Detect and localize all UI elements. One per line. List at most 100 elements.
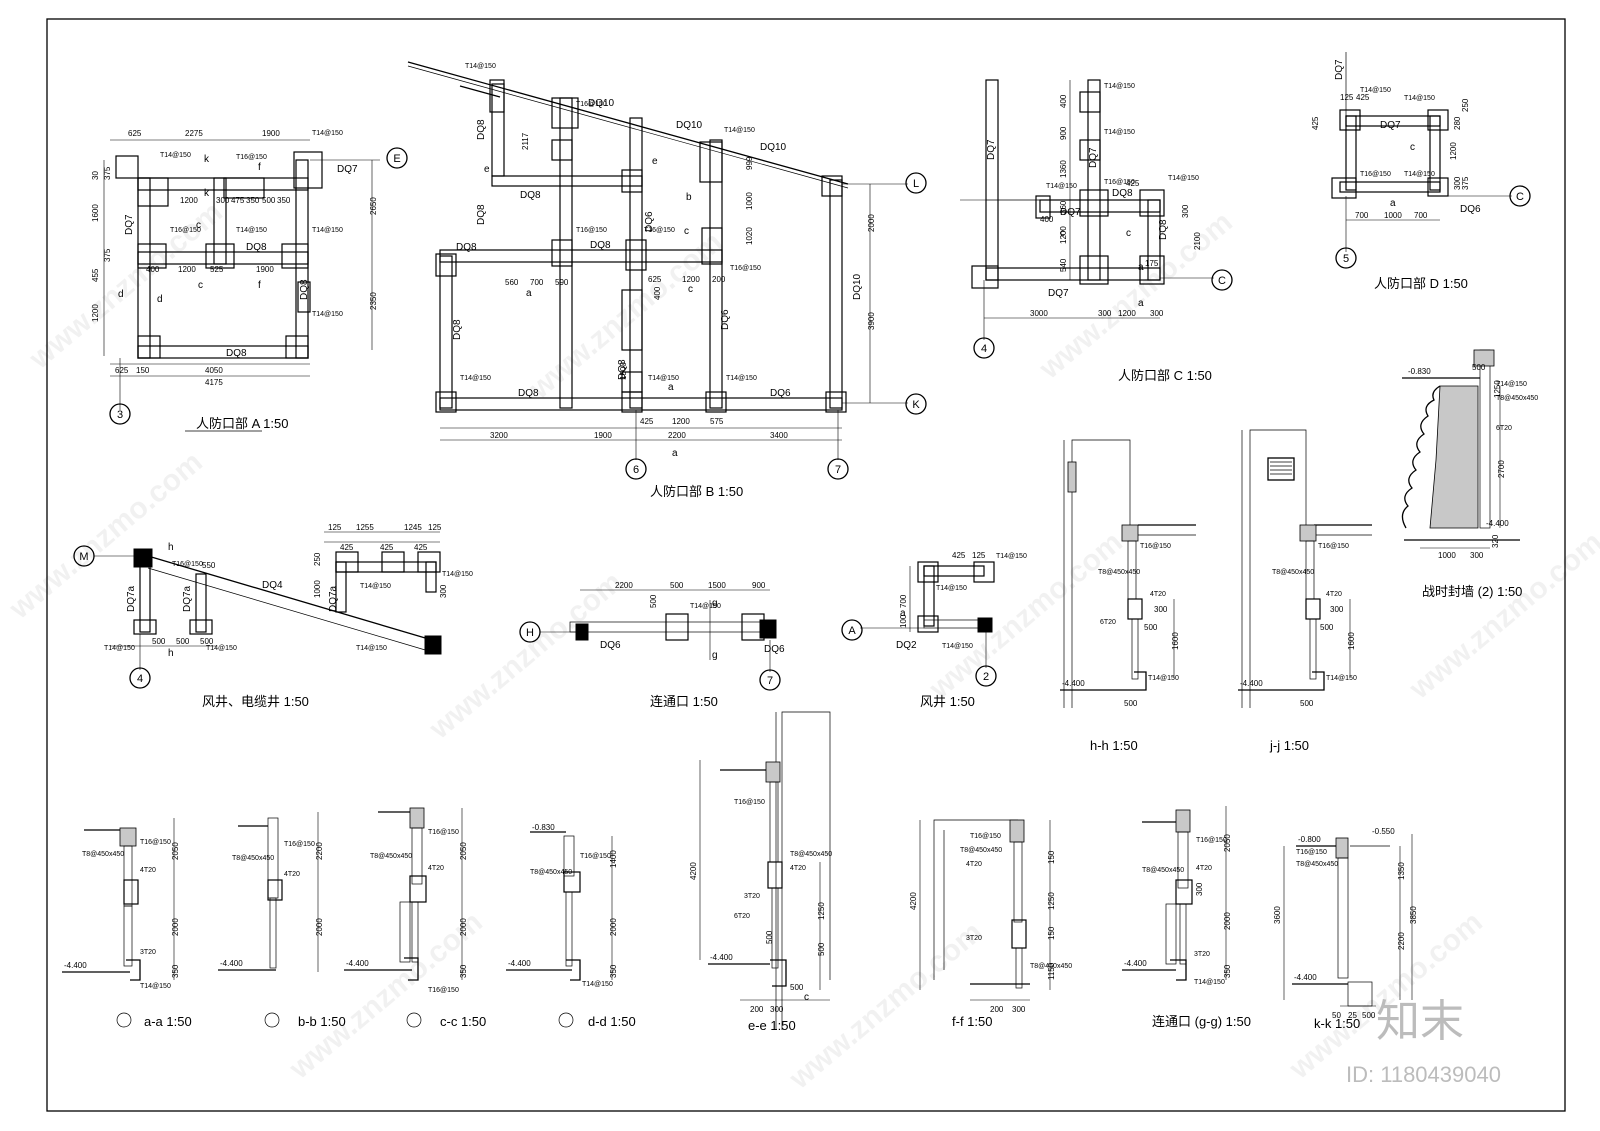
svg-text:1600: 1600 xyxy=(1347,632,1356,650)
svg-text:550: 550 xyxy=(202,561,216,570)
svg-text:T14@150: T14@150 xyxy=(724,127,755,134)
svg-text:c: c xyxy=(684,226,689,237)
svg-text:DQ7: DQ7 xyxy=(337,164,358,175)
svg-text:150: 150 xyxy=(1047,926,1056,940)
svg-text:C: C xyxy=(1516,191,1524,203)
svg-text:1360: 1360 xyxy=(1059,160,1068,178)
svg-text:500: 500 xyxy=(670,581,684,590)
axis-bubble-c2 xyxy=(1509,185,1531,207)
svg-text:e-e 1:50: e-e 1:50 xyxy=(748,1018,796,1033)
svg-text:b-b 1:50: b-b 1:50 xyxy=(298,1014,346,1029)
svg-text:175: 175 xyxy=(1145,259,1159,268)
svg-text:T16@150: T16@150 xyxy=(1140,543,1171,550)
svg-text:T14@150: T14@150 xyxy=(160,152,191,159)
svg-text:400: 400 xyxy=(1059,94,1068,108)
svg-text:350: 350 xyxy=(171,964,180,978)
axis-bubble-3 xyxy=(109,403,131,425)
svg-text:2200: 2200 xyxy=(315,842,324,860)
axis-bubble-m xyxy=(73,545,95,567)
svg-text:DQ10: DQ10 xyxy=(852,273,863,300)
svg-text:1250: 1250 xyxy=(817,902,826,920)
svg-text:DQ6: DQ6 xyxy=(600,640,621,651)
svg-text:g: g xyxy=(712,598,718,609)
svg-text:400: 400 xyxy=(146,265,160,274)
svg-text:4T20: 4T20 xyxy=(966,861,982,868)
svg-text:300: 300 xyxy=(1470,551,1484,560)
svg-text:T8@450x450: T8@450x450 xyxy=(232,855,274,862)
axis-bubble-5 xyxy=(1335,247,1357,269)
svg-text:DQ6: DQ6 xyxy=(764,644,785,655)
section-bb: 2200 2000 -4.400 T16@150 T8@450x450 4T20… xyxy=(218,812,346,1029)
svg-text:-4.400: -4.400 xyxy=(220,959,243,968)
svg-text:200: 200 xyxy=(990,1005,1004,1014)
svg-text:500: 500 xyxy=(765,930,774,944)
svg-text:a: a xyxy=(1138,298,1144,309)
svg-text:4T20: 4T20 xyxy=(1326,591,1342,598)
svg-text:T14@150: T14@150 xyxy=(312,311,343,318)
axis-bubble-4b xyxy=(129,667,151,689)
svg-text:DQ8: DQ8 xyxy=(452,319,463,340)
axis-bubble-7 xyxy=(827,458,849,480)
svg-text:525: 525 xyxy=(210,265,224,274)
svg-text:2350: 2350 xyxy=(369,292,378,310)
svg-text:500: 500 xyxy=(1472,363,1486,372)
svg-text:a: a xyxy=(1138,262,1144,273)
svg-text:4: 4 xyxy=(137,673,143,685)
svg-text:1000: 1000 xyxy=(1438,551,1456,560)
svg-text:T16@150: T16@150 xyxy=(576,227,607,234)
svg-text:2700: 2700 xyxy=(1497,460,1506,478)
svg-text:3T20: 3T20 xyxy=(966,935,982,942)
svg-text:k: k xyxy=(204,188,210,199)
svg-text:1200: 1200 xyxy=(180,196,198,205)
svg-text:4T20: 4T20 xyxy=(790,865,806,872)
svg-text:风井、电缆井 1:50: 风井、电缆井 1:50 xyxy=(202,694,309,709)
svg-text:3: 3 xyxy=(117,409,123,421)
svg-text:T8@450x450: T8@450x450 xyxy=(530,869,572,876)
svg-text:-4.400: -4.400 xyxy=(1062,679,1085,688)
svg-text:d: d xyxy=(157,294,163,305)
svg-text:T14@150: T14@150 xyxy=(104,645,135,652)
svg-text:1600: 1600 xyxy=(1171,632,1180,650)
svg-text:1245: 1245 xyxy=(404,523,422,532)
svg-text:2000: 2000 xyxy=(1223,912,1232,930)
svg-text:DQ7: DQ7 xyxy=(1334,59,1345,80)
svg-text:T8@450x450: T8@450x450 xyxy=(1142,867,1184,874)
svg-text:www.znzmo.com: www.znzmo.com xyxy=(1283,905,1489,1086)
svg-text:-0.830: -0.830 xyxy=(532,823,555,832)
svg-text:6: 6 xyxy=(633,464,639,476)
svg-text:DQ8: DQ8 xyxy=(226,348,247,359)
svg-text:1250: 1250 xyxy=(1047,892,1056,910)
svg-text:DQ10: DQ10 xyxy=(676,120,703,131)
svg-text:625: 625 xyxy=(648,275,662,284)
svg-text:DQ6: DQ6 xyxy=(1460,204,1481,215)
svg-text:DQ8: DQ8 xyxy=(246,242,267,253)
svg-text:e: e xyxy=(484,164,490,175)
svg-text:4T20: 4T20 xyxy=(1196,865,1212,872)
svg-text:4200: 4200 xyxy=(909,892,918,910)
svg-text:T16@150: T16@150 xyxy=(1296,849,1327,856)
svg-text:999: 999 xyxy=(745,156,754,170)
svg-text:a: a xyxy=(900,608,906,619)
svg-text:T14@150: T14@150 xyxy=(1360,87,1391,94)
svg-text:100: 100 xyxy=(899,614,908,628)
svg-text:500: 500 xyxy=(790,983,804,992)
svg-text:2000: 2000 xyxy=(315,918,324,936)
svg-text:700: 700 xyxy=(1414,211,1428,220)
shaft-plan: M 4 125 1255 1245 125 425 425 425 550 10… xyxy=(73,523,473,709)
svg-text:DQ6: DQ6 xyxy=(644,211,655,232)
svg-text:T16@150: T16@150 xyxy=(428,987,459,994)
svg-text:3T20: 3T20 xyxy=(140,949,156,956)
svg-text:T14@150: T14@150 xyxy=(1326,675,1357,682)
svg-text:425: 425 xyxy=(340,543,354,552)
svg-text:350: 350 xyxy=(609,964,618,978)
svg-text:425: 425 xyxy=(1311,116,1320,130)
svg-text:300: 300 xyxy=(439,584,448,598)
svg-text:425: 425 xyxy=(1126,179,1140,188)
plan-d: C 5 700 1000 700 280 250 1200 425 300 37… xyxy=(1311,52,1531,291)
axis-bubble-l xyxy=(905,172,927,194)
svg-text:d-d 1:50: d-d 1:50 xyxy=(588,1014,636,1029)
svg-text:-4.400: -4.400 xyxy=(1124,959,1147,968)
svg-text:6T20: 6T20 xyxy=(734,913,750,920)
svg-text:7: 7 xyxy=(835,464,841,476)
svg-text:k: k xyxy=(204,154,210,165)
